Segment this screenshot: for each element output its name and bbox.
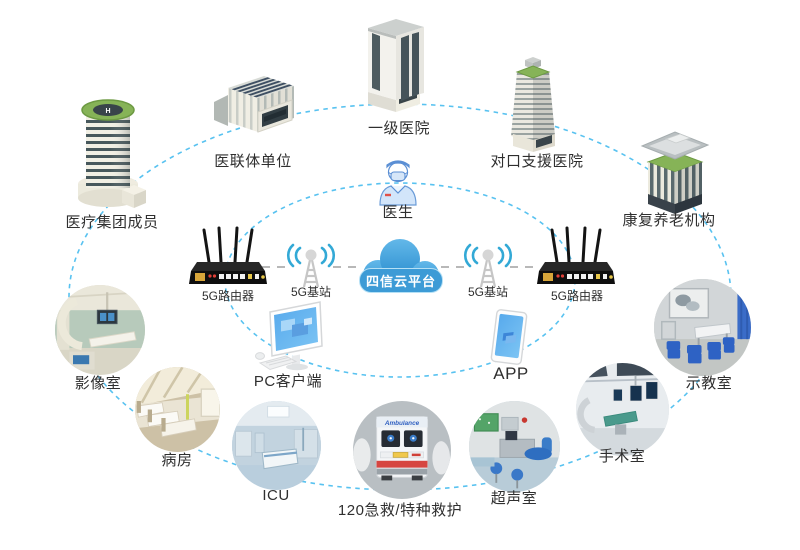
operating-room-photo [576, 363, 669, 456]
ward-photo [135, 367, 220, 452]
building-label-medical-alliance-unit: 医联体单位 [214, 153, 292, 170]
canopy-building-icon [640, 131, 710, 214]
5g-base-station-right-label: 5G基站 [467, 285, 508, 299]
tapered-tower-icon [511, 57, 555, 152]
pc-client-icon [254, 298, 338, 380]
building-first-level-hospital [354, 14, 442, 120]
cylindrical-tower-icon: H [78, 99, 146, 208]
emergency-photo: Ambulance [353, 401, 451, 499]
room-label-ultrasound: 超声室 [490, 490, 538, 507]
room-label-ward: 病房 [161, 452, 193, 469]
pc-client-label: PC客户端 [253, 373, 323, 390]
imaging-room-photo [55, 285, 145, 375]
room-label-imaging: 影像室 [74, 375, 122, 392]
building-label-counterpart-support-hospital: 对口支援医院 [490, 153, 584, 170]
room-label-operating: 手术室 [598, 448, 646, 465]
building-medical-alliance-unit [208, 68, 300, 150]
app-tablet-icon [486, 306, 532, 368]
5g-router-left-label: 5G路由器 [201, 289, 254, 303]
block-building-icon [214, 76, 294, 133]
building-rehab-elderly-care [636, 126, 714, 216]
ultrasound-room-photo [469, 401, 560, 492]
5g-router-right-label: 5G路由器 [550, 289, 603, 303]
room-label-demo: 示教室 [685, 375, 733, 392]
building-counterpart-support-hospital [500, 50, 564, 160]
ambulance-text: Ambulance [384, 420, 420, 427]
5g-base-station-right-icon [460, 242, 516, 290]
doctor-label: 医生 [382, 204, 414, 221]
demo-room-photo [654, 279, 751, 376]
building-medical-group-member: H [72, 88, 152, 218]
5g-router-right-icon [537, 226, 615, 290]
5g-router-left-icon [189, 226, 267, 290]
room-label-icu: ICU [262, 487, 290, 504]
5g-base-station-left-icon [283, 242, 339, 290]
room-label-emergency: 120急救/特种救护 [337, 502, 463, 519]
skyscraper-icon [368, 19, 424, 112]
building-label-medical-group-member: 医疗集团成员 [65, 214, 159, 231]
cloud-platform-label: 四信云平台 [359, 268, 443, 293]
helipad-letter: H [105, 108, 110, 115]
app-label: APP [493, 364, 529, 383]
building-label-rehab-elderly-care: 康复养老机构 [622, 212, 716, 229]
icu-photo [232, 401, 321, 490]
building-label-first-level-hospital: 一级医院 [367, 120, 430, 137]
cloud-platform: 四信云平台 [352, 235, 448, 297]
5g-base-station-left-label: 5G基站 [290, 285, 331, 299]
doctor-icon [375, 153, 421, 207]
